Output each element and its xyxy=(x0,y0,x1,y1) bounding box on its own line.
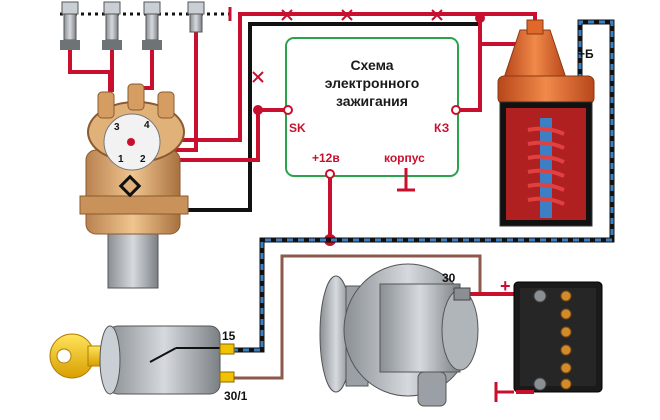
battery-cells xyxy=(560,290,572,390)
module-title-line-2: электронного xyxy=(325,75,420,91)
spark-plugs xyxy=(60,1,205,50)
coil-ht-wire xyxy=(150,12,537,142)
alternator: 30 xyxy=(319,263,479,407)
battery: + xyxy=(494,276,603,402)
distributor-shaft xyxy=(107,229,159,289)
battery-positive-terminal xyxy=(533,289,547,303)
switch-body xyxy=(107,325,221,395)
spark-plug xyxy=(187,1,205,33)
power-wire-blue-dashed-overlay xyxy=(232,20,614,352)
distributor-pin-4: 4 xyxy=(144,120,150,131)
coil-winding xyxy=(527,126,565,206)
ignition-switch: 15 30/1 xyxy=(49,325,248,403)
switch-contact xyxy=(149,347,177,363)
distributor-base xyxy=(79,195,189,215)
module-terminal-12v: +12в xyxy=(312,151,340,165)
distributor-pin-3: 3 xyxy=(114,122,120,133)
ignition-coil: +Б xyxy=(497,19,595,227)
spark-plug xyxy=(60,1,80,50)
alternator-terminal xyxy=(453,287,471,301)
k3-wire xyxy=(458,18,482,112)
switch-terminal-15 xyxy=(219,343,235,355)
module-title-line-1: Схема xyxy=(350,57,393,73)
sensor-wire-red xyxy=(180,108,286,162)
distributor: 3 4 1 2 xyxy=(79,83,189,289)
spark-plug xyxy=(142,1,162,50)
distributor-pin-1: 1 xyxy=(118,154,124,165)
module-terminal-sk: SK xyxy=(289,121,306,135)
switch-terminal-30-1 xyxy=(219,371,235,383)
battery-negative-terminal xyxy=(533,377,547,391)
module-terminal-k3: КЗ xyxy=(434,121,449,135)
coil-cap xyxy=(497,75,595,105)
switch-terminal-30-1-label: 30/1 xyxy=(224,389,248,403)
junction-dot xyxy=(475,13,485,23)
distributor-pin-2: 2 xyxy=(140,154,146,165)
junction-dot xyxy=(253,105,263,115)
module-title-line-3: зажигания xyxy=(336,93,408,109)
module-terminal-ground: корпус xyxy=(384,151,425,165)
switch-terminal-15-label: 15 xyxy=(222,329,236,343)
alternator-terminal-30-label: 30 xyxy=(442,271,456,285)
ignition-module: Схема электронного зажигания SK КЗ +12в … xyxy=(283,37,461,192)
coil-top-cone xyxy=(503,29,567,79)
wire-break-marks xyxy=(252,9,443,83)
coil-plus-b-label: +Б xyxy=(578,47,594,61)
battery-plus-sign: + xyxy=(500,276,511,296)
spark-plug xyxy=(102,1,122,50)
